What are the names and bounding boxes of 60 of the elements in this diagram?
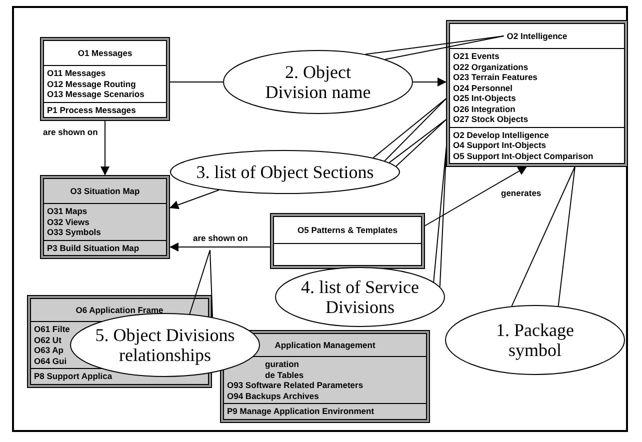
section-item: O94 Backups Archives — [227, 390, 319, 401]
arrow — [169, 242, 271, 252]
service-item: O2 Develop Intelligence — [453, 130, 549, 140]
callout-pointer — [511, 166, 576, 307]
section-item: guration — [264, 359, 299, 370]
package-name: O6 Application Frame — [76, 304, 164, 316]
package-box — [270, 213, 425, 269]
package-box — [40, 37, 170, 121]
callout-balloon — [170, 150, 400, 194]
callout-balloon — [275, 267, 445, 327]
callout-balloon — [445, 305, 625, 375]
callout-text: 3. list of Object Sections — [195, 162, 375, 182]
callout-text: 1. Package symbol — [495, 320, 575, 360]
section-item: O93 Software Related Parameters — [227, 380, 364, 390]
section-item: O24 Personnel — [453, 82, 513, 93]
package-name: O3 Situation Map — [70, 186, 140, 196]
callout-text: 5. Object Divisions relationships — [94, 325, 236, 365]
service-item: P1 Process Messages — [47, 104, 136, 115]
section-item: O23 Terrain Features — [453, 72, 538, 82]
callout-pointer — [365, 36, 504, 60]
section-item: O27 Stock Objects — [453, 114, 528, 124]
service-item: P3 Build Situation Map — [47, 242, 140, 253]
package-name: O5 Patterns & Templates — [298, 224, 398, 236]
package-name: O2 Intelligence — [506, 30, 568, 42]
arrow — [100, 120, 110, 176]
package-box — [40, 175, 170, 259]
package-box — [446, 20, 628, 167]
package-name: O1 Messages — [78, 48, 132, 58]
section-item: O11 Messages — [47, 68, 106, 78]
section-item: O22 Organizations — [453, 62, 528, 72]
section-item: O33 Symbols — [47, 227, 101, 238]
section-item: O62 Ut — [34, 334, 62, 345]
edge-label: are shown on — [42, 127, 99, 137]
edge-label: are shown on — [192, 233, 249, 243]
section-item: O25 Int-Objects — [453, 93, 516, 104]
section-item: O32 Views — [47, 216, 90, 227]
callout-text: 2. Object Division name — [264, 62, 372, 102]
section-item: O21 Events — [453, 51, 500, 62]
callout-pointer — [372, 98, 447, 162]
service-item: O4 Support Int-Objects — [453, 140, 546, 150]
callout-pointer — [388, 118, 447, 167]
section-item: O64 Gui — [34, 356, 67, 366]
callout-text: 4. list of Service Divisions — [300, 277, 420, 317]
edge-label: generates — [500, 188, 542, 198]
section-item: O26 Integration — [453, 104, 516, 114]
arrow — [424, 166, 528, 226]
service-item: P9 Manage Application Environment — [227, 406, 374, 416]
section-item: O63 Ap — [34, 345, 64, 356]
package-name: Application Management — [274, 340, 376, 350]
arrow — [169, 190, 220, 210]
service-item: P8 Support Applica — [34, 371, 112, 382]
section-item: O12 Message Routing — [47, 78, 136, 89]
section-item: O61 Filte — [34, 324, 70, 334]
section-item: O31 Maps — [47, 206, 88, 216]
arrow — [412, 78, 447, 86]
callout-balloon — [223, 50, 413, 114]
callout-pointer — [433, 144, 447, 288]
section-item: de Tables — [264, 370, 304, 380]
service-item: O5 Support Int-Object Comparison — [453, 150, 594, 161]
section-item: O13 Message Scenarios — [47, 89, 144, 100]
